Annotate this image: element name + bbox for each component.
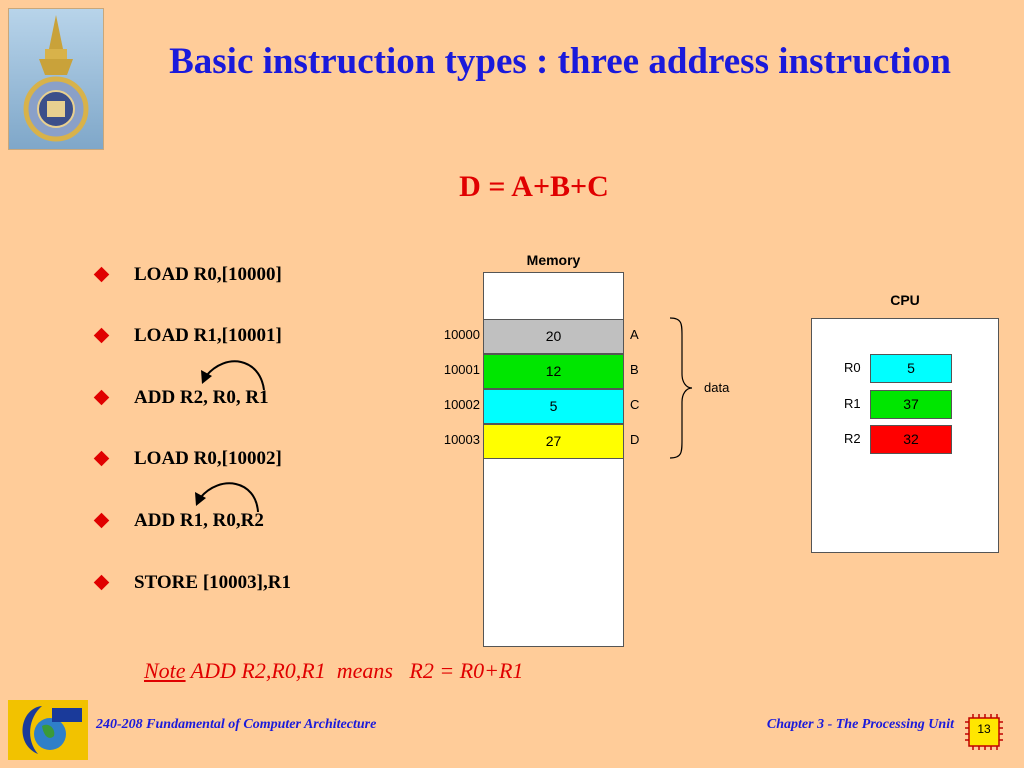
note-result: R2 = R0+R1 [409,658,524,683]
memory-address: 10000 [443,327,480,342]
chip-icon [963,712,1005,752]
note-means: means [336,658,393,683]
instruction-text: LOAD R0,[10002] [134,448,282,469]
equation: D = A+B+C [459,170,609,203]
curved-arrow-icon [201,360,265,391]
memory-cell-c: 5 [484,389,623,424]
footer-chapter: Chapter 3 - The Processing Unit [766,717,954,732]
brace-icon [669,317,693,459]
footer-course: 240-208 Fundamental of Computer Architec… [96,717,377,732]
page-number: 13 [977,722,991,736]
university-seal-logo [8,8,104,150]
instruction-text: ADD R2, R0, R1 [134,387,269,408]
slide-title: Basic instruction types : three address … [169,41,951,82]
register-name: R1 [844,396,861,411]
note-instruction: ADD R2,R0,R1 [190,658,326,683]
diamond-bullet-icon [93,512,110,529]
register-r0: 5 [870,354,952,383]
instruction-text: LOAD R1,[10001] [134,325,282,346]
register-name: R2 [844,431,861,446]
course-globe-logo [8,700,88,760]
memory-cell-d: 27 [484,424,623,459]
memory-address: 10001 [443,362,480,377]
cpu-block: R0 5 R1 37 R2 32 [811,318,999,553]
variable-label: D [630,432,640,447]
note: Note ADD R2,R0,R1 means R2 = R0+R1 [144,658,523,684]
variable-label: B [630,362,639,377]
memory-address: 10003 [443,432,480,447]
memory-cell-a: 20 [484,319,623,354]
instruction-text: LOAD R0,[10000] [134,264,282,285]
diamond-bullet-icon [93,450,110,467]
data-group-label: data [704,380,730,395]
curved-arrow-icon [195,482,259,513]
register-name: R0 [844,360,861,375]
diamond-bullet-icon [93,574,110,591]
instruction-text: STORE [10003],R1 [134,572,291,593]
cpu-label: CPU [890,292,920,308]
memory-cell-b: 12 [484,354,623,389]
diamond-bullet-icon [93,389,110,406]
note-label: Note [144,658,186,683]
memory-address: 10002 [443,397,480,412]
register-r2: 32 [870,425,952,454]
register-r1: 37 [870,390,952,419]
memory-label: Memory [526,252,581,268]
diamond-bullet-icon [93,327,110,344]
variable-label: C [630,397,640,412]
variable-label: A [630,327,639,342]
instruction-text: ADD R1, R0,R2 [134,510,264,531]
memory-block: 20 12 5 27 [483,272,624,647]
diamond-bullet-icon [93,266,110,283]
